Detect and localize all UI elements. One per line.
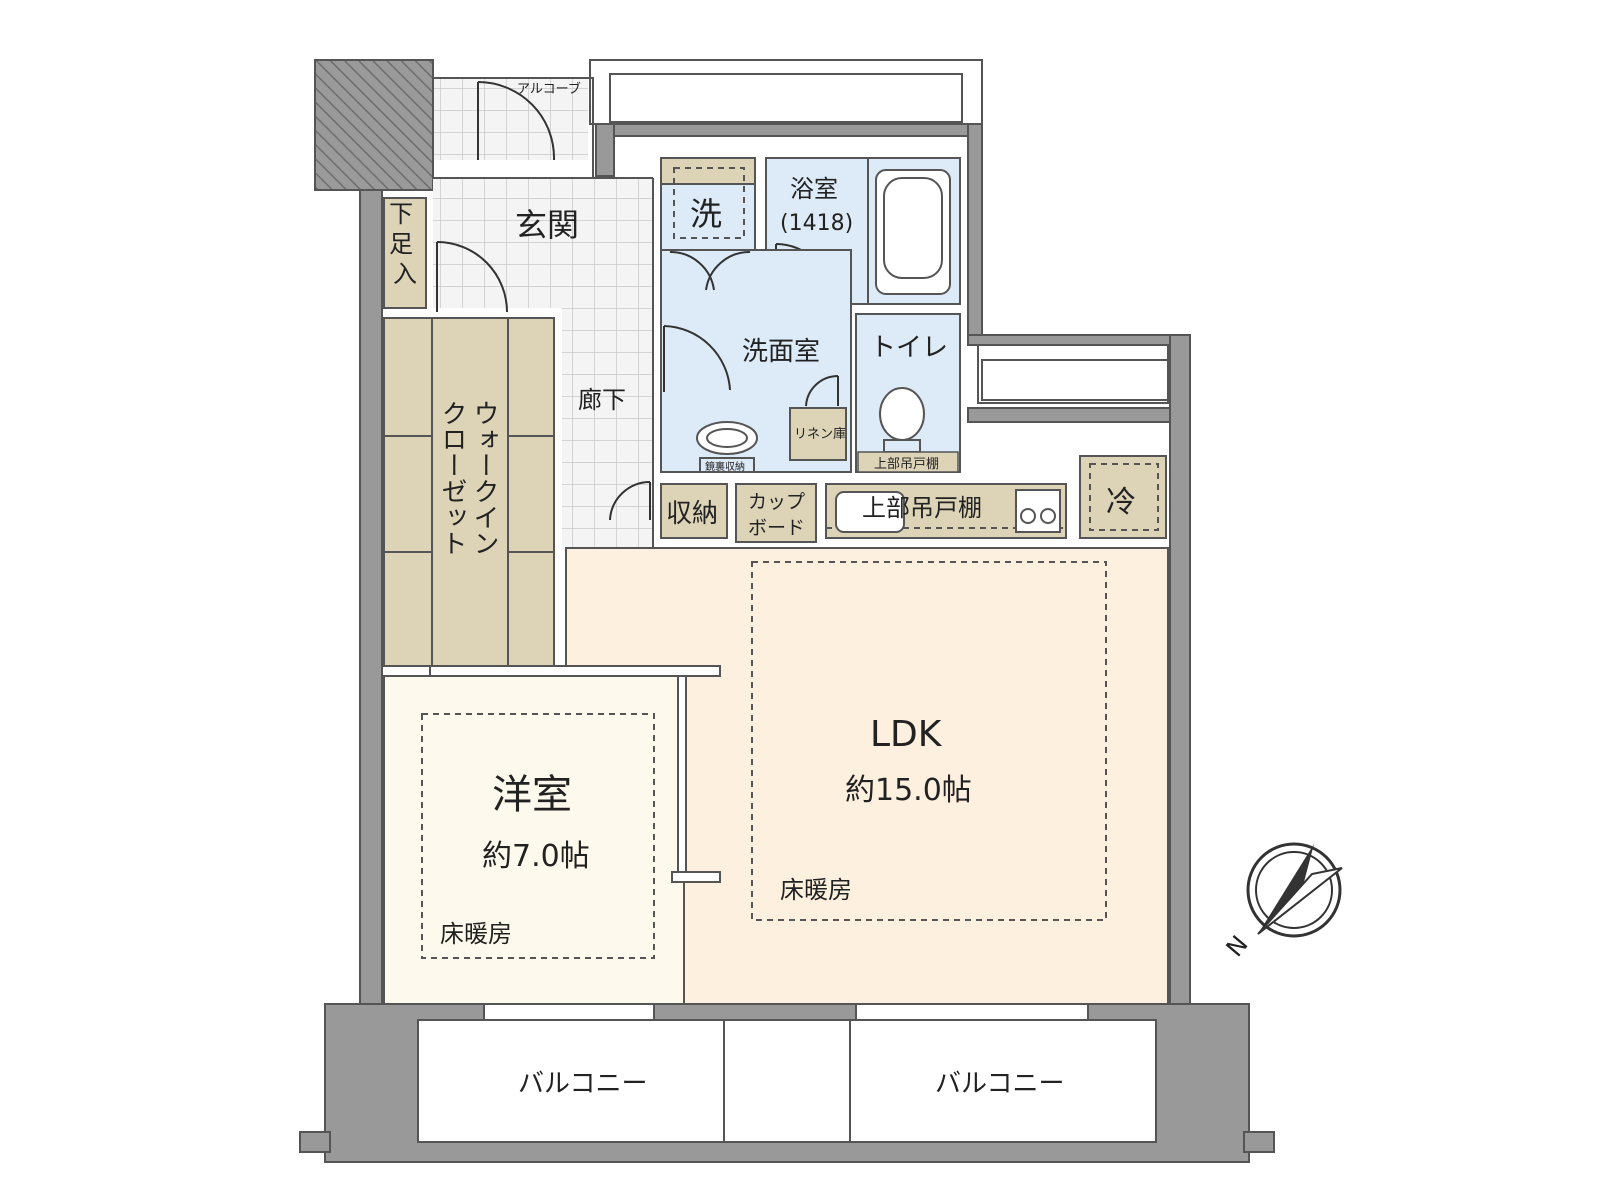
cupboard: カップ ボード — [735, 483, 817, 591]
entrance-area: 玄関 — [433, 177, 654, 550]
linen-label: リネン庫 — [794, 427, 846, 442]
washer-label: 洗 — [690, 195, 722, 233]
walk-in-closet-label-2: クローゼット — [437, 400, 467, 556]
washroom: 洗面室 鏡裏収納 リネン庫 — [660, 249, 852, 473]
cupboard-label-2: ボード — [748, 517, 805, 539]
storage-unit: 収納 — [660, 483, 728, 539]
hallway-label: 廊下 — [578, 386, 626, 414]
balcony-right-label: バルコニー — [935, 1069, 1064, 1099]
kitchen-shelf-label: 上部吊戸棚 — [862, 494, 982, 522]
compass-north-icon: N — [1221, 842, 1343, 962]
ldk-size: 約15.0帖 — [845, 773, 972, 808]
fridge-label: 冷 — [1106, 485, 1136, 520]
ldk-label: LDK — [870, 714, 943, 755]
washroom-label: 洗面室 — [742, 337, 820, 367]
shoe-storage-label: 下 足 入 — [389, 200, 421, 288]
bathroom-size: (1418) — [780, 211, 853, 236]
balcony-left-label: バルコニー — [518, 1069, 647, 1099]
alcove-area: アルコーブ — [432, 77, 594, 179]
walk-in-closet: ウォークイン クローゼット — [383, 317, 555, 667]
toilet: トイレ 上部吊戸棚 — [855, 313, 961, 473]
washer-space: 洗 — [660, 157, 756, 251]
alcove-label: アルコーブ — [517, 81, 581, 97]
balcony: バルコニー バルコニー — [299, 1003, 1275, 1163]
toilet-shelf-label: 上部吊戸棚 — [874, 457, 939, 472]
kitchen-counter: 上部吊戸棚 — [825, 483, 1067, 539]
western-heating: 床暖房 — [440, 920, 512, 948]
western-size: 約7.0帖 — [482, 839, 590, 874]
storage-label: 収納 — [666, 499, 718, 529]
entrance-label: 玄関 — [515, 206, 579, 244]
bathroom-label: 浴室 — [790, 175, 838, 203]
toilet-label: トイレ — [870, 333, 948, 363]
walk-in-closet-label-1: ウォークイン — [469, 400, 499, 556]
western-room: 洋室 約7.0帖 床暖房 — [383, 665, 721, 1005]
exterior-walls — [314, 59, 1191, 1006]
compass-label: N — [1221, 930, 1254, 962]
shoe-storage: 下 足 入 — [383, 197, 427, 309]
mirror-storage-label: 鏡裏収納 — [705, 460, 745, 473]
cupboard-label-1: カップ — [748, 491, 805, 513]
western-label: 洋室 — [492, 772, 572, 818]
ldk-heating: 床暖房 — [780, 876, 852, 904]
